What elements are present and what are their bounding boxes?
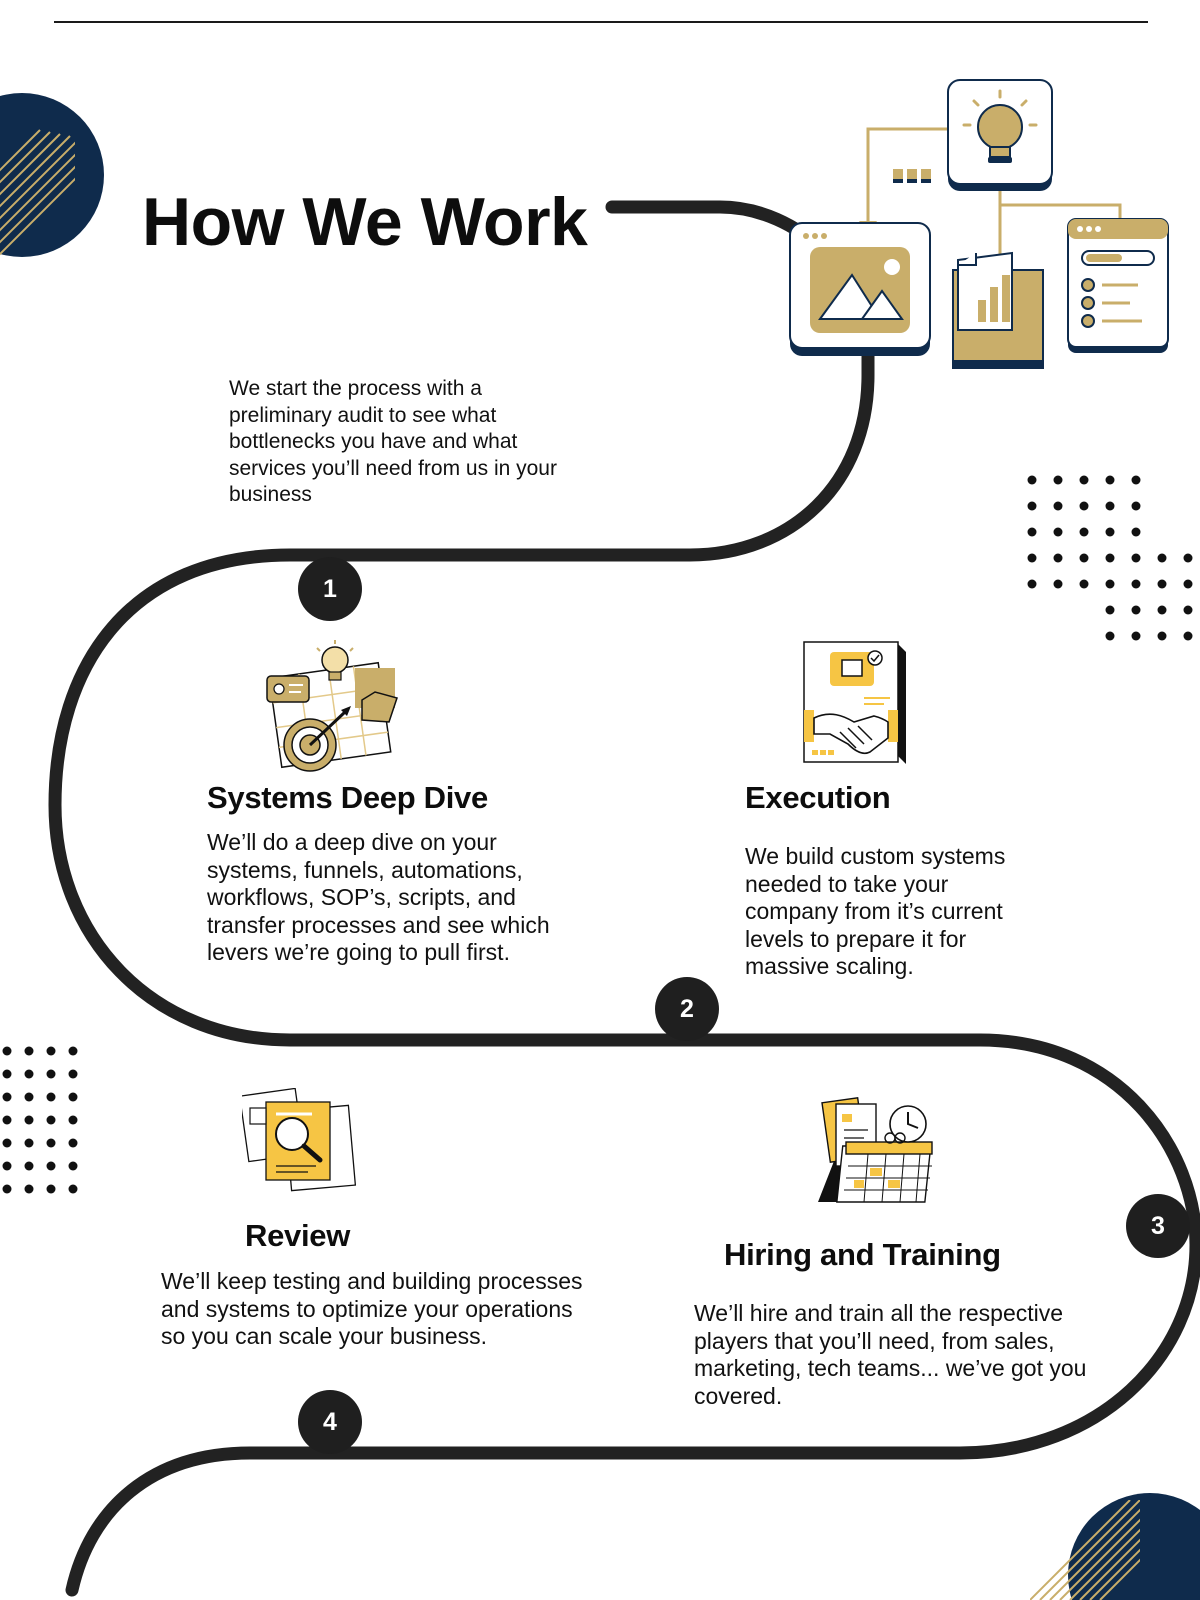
lightbulb-icon [962,89,1038,163]
form-list-icon [1081,250,1155,328]
step-4-description: We’ll hire and train all the respective … [694,1300,1087,1409]
calendar-clock-icon [818,1096,933,1203]
decor-circle-bottom-right [1030,1493,1200,1600]
image-icon [810,247,910,333]
step-1-description: We’ll do a deep dive on your systems, fu… [207,829,550,966]
strategy-target-icon [266,640,398,772]
step-2-description: We build custom systems needed to take y… [745,843,1006,980]
magnifier-documents-icon [242,1088,357,1192]
top-rule [54,21,1148,23]
step-1-title: Systems Deep Dive [207,780,488,815]
step-3-description: We’ll keep testing and building processe… [161,1268,583,1350]
report-chart-icon [952,251,1044,369]
step-4-title: Hiring and Training [724,1237,1001,1272]
decor-dot-grid-left [2,1046,78,1194]
intro-text: We start the process with a preliminary … [229,377,557,506]
decor-circle-top-left [0,93,104,257]
handshake-document-icon [803,641,906,764]
step-3-title: Review [245,1218,351,1253]
decor-dot-grid-right [1027,475,1193,641]
step-2-title: Execution [745,780,891,815]
step-badge-3: 3 [1126,1194,1190,1258]
step-badge-2: 2 [655,977,719,1041]
step-badge-1: 1 [298,557,362,621]
step-badge-4: 4 [298,1390,362,1454]
workflow-illustration [789,79,1169,369]
page-title: How We Work [142,184,588,260]
